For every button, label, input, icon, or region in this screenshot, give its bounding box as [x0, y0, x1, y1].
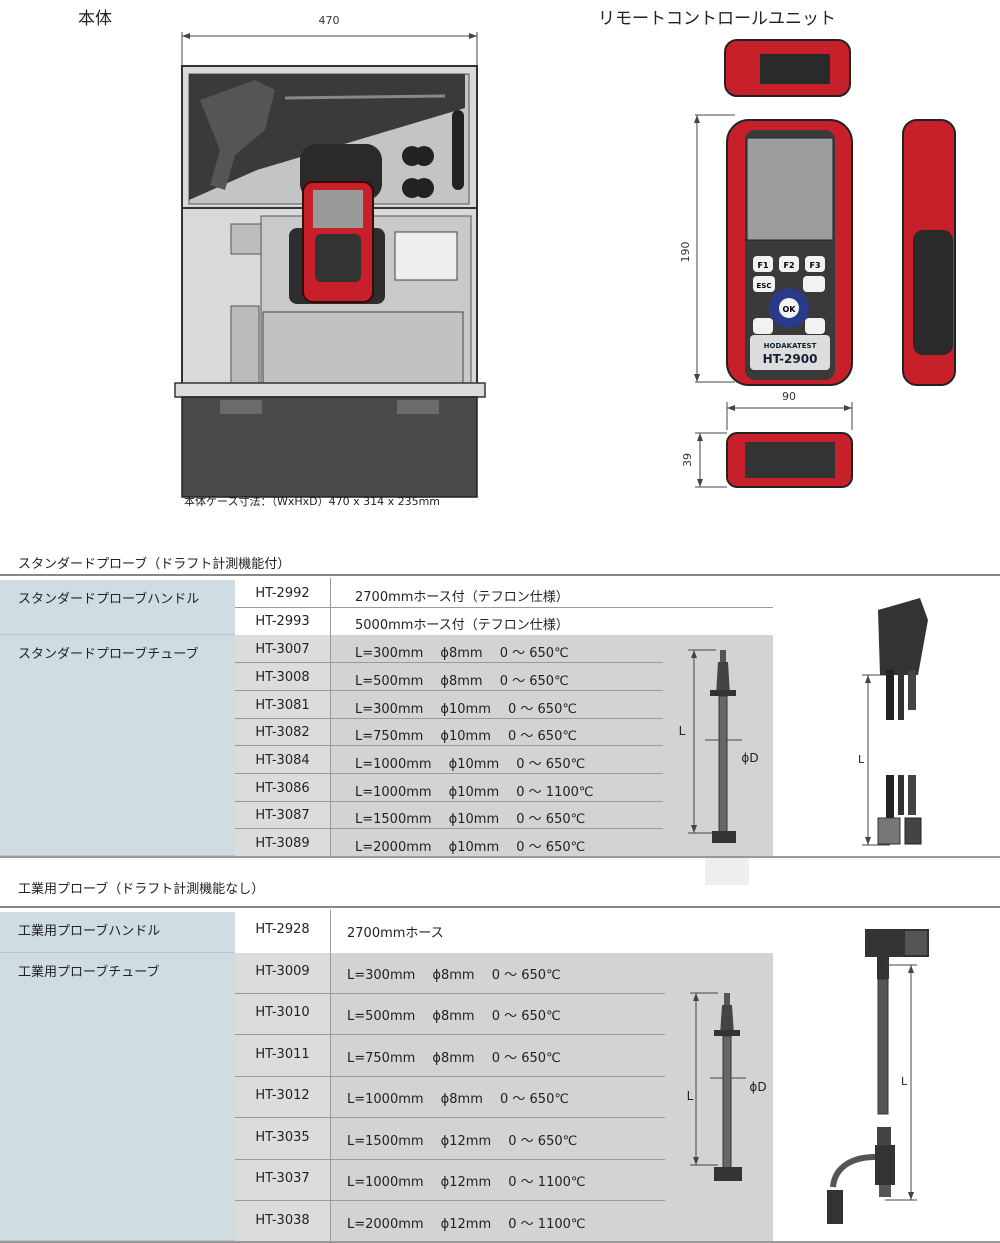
industrial-section-title: 工業用プローブ（ドラフト計測機能なし）	[18, 882, 265, 897]
industrial-tube-spec: L=1500mm ϕ12mm 0 ～ 650℃	[347, 1134, 578, 1149]
industrial-tube-spec: L=2000mm ϕ12mm 0 ～ 1100℃	[347, 1217, 586, 1232]
standard-tube-spec: L=300mm ϕ10mm 0 ～ 650℃	[355, 702, 577, 717]
standard-tube-code: HT-3081	[255, 698, 310, 713]
standard-tube-spec: L=1000mm ϕ10mm 0 ～ 650℃	[355, 757, 586, 772]
standard-dim-l: L	[679, 724, 686, 738]
standard-handle-label: スタンダードプローブハンドル	[0, 580, 235, 635]
industrial-handle-drawing: L	[827, 929, 929, 1224]
industrial-tube-spec: L=500mm ϕ8mm 0 ～ 650℃	[347, 1009, 561, 1024]
industrial-tube-code: HT-3009	[255, 964, 310, 979]
industrial-tube-spec: L=300mm ϕ8mm 0 ～ 650℃	[347, 968, 561, 983]
standard-handle-spec: 5000mmホース付（テフロン仕様）	[355, 618, 569, 633]
industrial-tube-code: HT-3037	[255, 1171, 310, 1186]
remote-height-dim: 190	[679, 242, 692, 263]
standard-handle-spec: 2700mmホース付（テフロン仕様）	[355, 590, 569, 605]
industrial-dim-d: ϕD	[749, 1080, 766, 1094]
standard-tube-code: HT-3082	[255, 725, 310, 740]
standard-tube-spec: L=2000mm ϕ10mm 0 ～ 650℃	[355, 840, 586, 855]
key-f2: F2	[783, 261, 794, 270]
industrial-tube-spec: L=1000mm ϕ12mm 0 ～ 1100℃	[347, 1175, 586, 1190]
key-ok: OK	[783, 305, 797, 314]
standard-tube-label: スタンダードプローブチューブ	[0, 635, 235, 856]
standard-tube-spec: L=750mm ϕ10mm 0 ～ 650℃	[355, 729, 577, 744]
standard-tube-spec: L=1000mm ϕ10mm 0 ～ 1100℃	[355, 785, 594, 800]
standard-handle-dim-l: L	[858, 753, 865, 766]
industrial-tube-code: HT-3011	[255, 1047, 310, 1062]
standard-handle-drawing: L	[858, 598, 928, 846]
industrial-tube-spec: L=750mm ϕ8mm 0 ～ 650℃	[347, 1051, 561, 1066]
standard-tube-code: HT-3089	[255, 836, 310, 851]
industrial-tube-label: 工業用プローブチューブ	[0, 953, 235, 1241]
remote-unit-drawing: 190 HODAKATEST HT-2900 F1 F2 F3 ESC OK 9…	[679, 39, 956, 488]
remote-brand: HODAKATEST	[764, 342, 817, 350]
key-esc: ESC	[757, 282, 772, 290]
main-unit-title: 本体	[78, 9, 112, 29]
standard-tube-code: HT-3086	[255, 781, 310, 796]
industrial-handle-spec: 2700mmホース	[347, 926, 444, 941]
standard-tube-code: HT-3087	[255, 808, 310, 823]
remote-depth-dim: 39	[681, 453, 694, 467]
standard-handle-code: HT-2993	[255, 614, 310, 629]
industrial-tube-code: HT-3035	[255, 1130, 310, 1145]
remote-width-dim: 90	[782, 390, 796, 403]
key-f3: F3	[809, 261, 820, 270]
standard-tube-spec: L=500mm ϕ8mm 0 ～ 650℃	[355, 674, 569, 689]
standard-tube-code: HT-3007	[255, 642, 310, 657]
remote-model: HT-2900	[763, 352, 818, 366]
industrial-tube-spec: L=1000mm ϕ8mm 0 ～ 650℃	[347, 1092, 569, 1107]
industrial-handle-dim-l: L	[901, 1075, 908, 1088]
standard-tube-code: HT-3084	[255, 753, 310, 768]
standard-tube-code: HT-3008	[255, 670, 310, 685]
industrial-tube-code: HT-3038	[255, 1213, 310, 1228]
standard-dim-d: ϕD	[741, 751, 758, 765]
main-width-dim: 470	[319, 14, 340, 27]
case-dimension-caption: 本体ケース寸法：（WxHxD）470 x 314 x 235mm	[184, 495, 441, 508]
standard-tube-diagram: L ϕD	[679, 649, 759, 843]
industrial-tube-code: HT-3012	[255, 1088, 310, 1103]
industrial-dim-l: L	[687, 1089, 694, 1103]
industrial-handle-code: HT-2928	[255, 922, 310, 937]
standard-tube-spec: L=1500mm ϕ10mm 0 ～ 650℃	[355, 812, 586, 827]
standard-tube-spec: L=300mm ϕ8mm 0 ～ 650℃	[355, 646, 569, 661]
main-unit-drawing: 470	[174, 14, 486, 498]
remote-unit-title: リモートコントロールユニット	[598, 9, 836, 29]
key-f1: F1	[757, 261, 768, 270]
industrial-handle-label: 工業用プローブハンドル	[0, 912, 235, 953]
standard-handle-code: HT-2992	[255, 586, 310, 601]
industrial-tube-diagram: L ϕD	[687, 992, 767, 1181]
standard-section-title: スタンダードプローブ（ドラフト計測機能付）	[18, 557, 291, 572]
industrial-tube-code: HT-3010	[255, 1005, 310, 1020]
